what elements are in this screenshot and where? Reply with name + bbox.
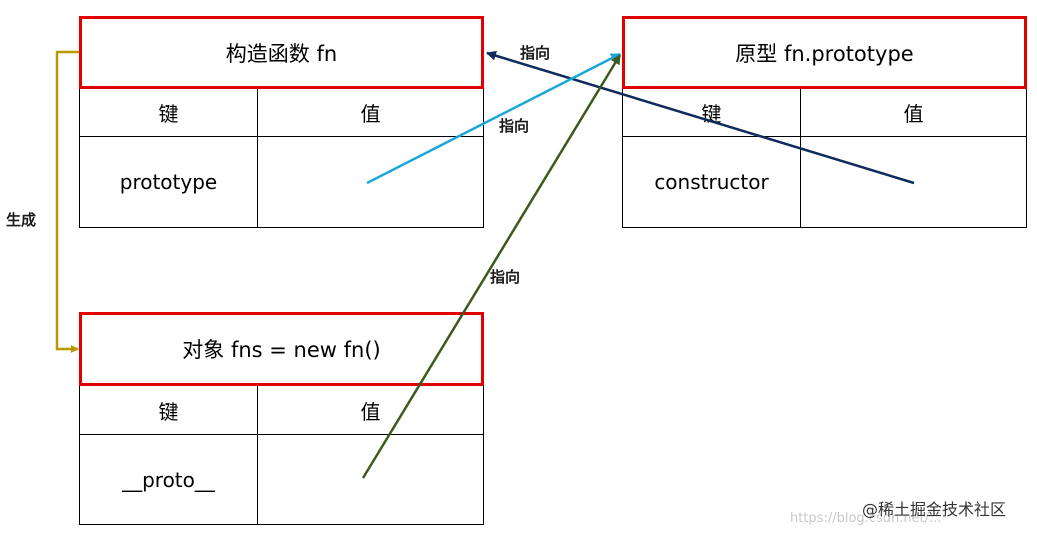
watermark-brand: @稀土掘金技术社区	[862, 500, 1007, 519]
constructor-title-box: 构造函数 fn	[79, 16, 484, 89]
prototype-title-box: 原型 fn.prototype	[622, 16, 1027, 89]
generate-label: 生成	[6, 211, 37, 229]
object-title-box: 对象 fns = new fn()	[79, 312, 484, 386]
prototype-table: 键 值 constructor	[622, 88, 1027, 228]
object-table: 键 值 __proto__	[79, 385, 484, 525]
prototype-row-value	[801, 137, 1026, 227]
object-header-value: 值	[258, 386, 483, 435]
constructor-header-value: 值	[258, 89, 483, 137]
generate-arrow	[55, 50, 79, 353]
constructor-row-key: prototype	[80, 137, 258, 227]
prototype-row-key: constructor	[623, 137, 801, 227]
object-title: 对象 fns = new fn()	[182, 338, 381, 362]
watermark-url: https://blog.csdn.net/...	[790, 511, 942, 526]
constructor-table: 键 值 prototype	[79, 88, 484, 228]
constructor-row-value	[258, 137, 483, 227]
object-row-value	[258, 435, 483, 524]
constructor-header-key: 键	[80, 89, 258, 137]
prototype-title: 原型 fn.prototype	[735, 41, 914, 66]
points-to-label-constructor: 指向	[520, 44, 551, 62]
prototype-header-key: 键	[623, 89, 801, 137]
points-to-label-proto: 指向	[490, 268, 521, 286]
object-header-key: 键	[80, 386, 258, 435]
prototype-header-value: 值	[801, 89, 1026, 137]
object-row-key: __proto__	[80, 435, 258, 524]
points-to-label-prototype: 指向	[499, 117, 530, 135]
constructor-title: 构造函数 fn	[225, 41, 338, 66]
